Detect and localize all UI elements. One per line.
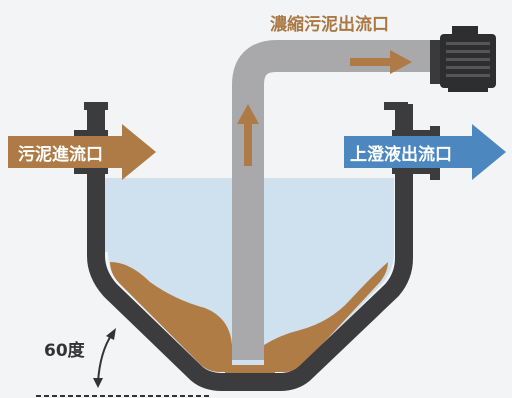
concentrated-sludge-outlet-label: 濃縮污泥出流口 [270, 14, 389, 35]
angle-arrow-top [106, 328, 116, 340]
tank-wall-cap-left [84, 102, 108, 110]
tank-wall [87, 104, 413, 391]
supernatant-outlet-label: 上澄液出流口 [350, 144, 452, 165]
upflow-arrow [237, 104, 259, 166]
sludge-layer-right [264, 262, 388, 372]
angle-label: 60度 [44, 340, 86, 361]
pump-motor-icon [430, 26, 496, 92]
sludge-layer [110, 262, 232, 372]
supernatant-outlet-arrow [344, 124, 506, 180]
tank-wall-cap-right [384, 102, 408, 110]
angle-arrow-bottom [93, 378, 103, 388]
pipe-flow-arrow [350, 50, 412, 74]
angle-arc-icon [97, 333, 113, 383]
sludge-inlet-arrow [8, 124, 156, 180]
sludge-inlet-label: 污泥進流口 [18, 144, 103, 165]
sludge-pipe [232, 40, 432, 360]
sludge-bottom [225, 365, 275, 373]
